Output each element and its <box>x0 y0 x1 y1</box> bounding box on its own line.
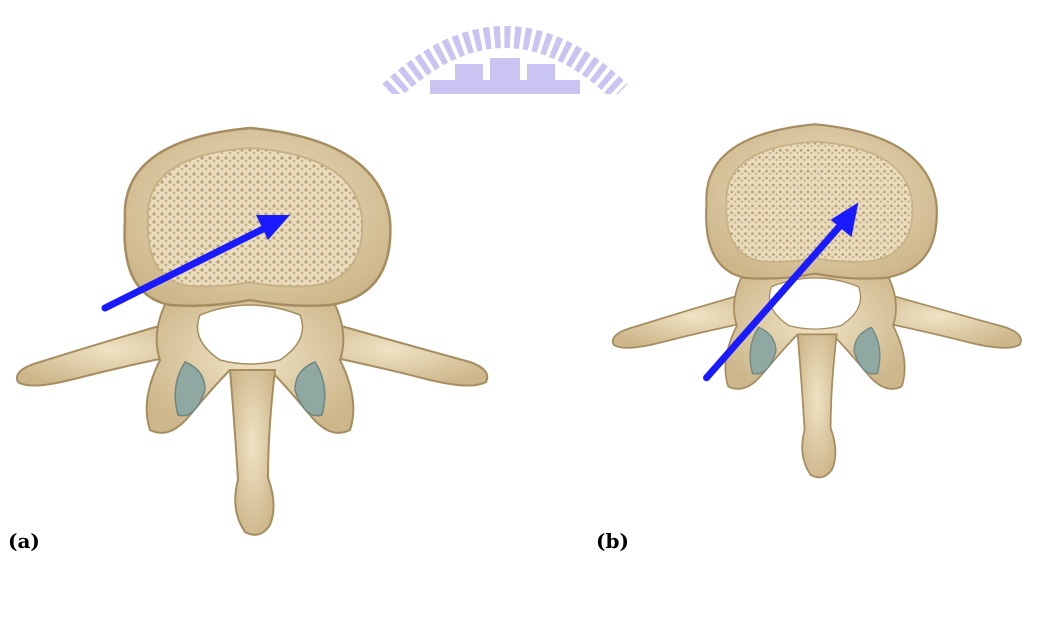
vertebra-illustration-a <box>0 100 500 630</box>
university-emblem-watermark <box>360 2 650 94</box>
vertebra-illustration-b <box>585 100 1045 560</box>
figure: (a) (b) <box>0 0 1049 559</box>
panel-label-b: (b) <box>596 529 629 553</box>
panel-label-a: (a) <box>8 529 40 553</box>
